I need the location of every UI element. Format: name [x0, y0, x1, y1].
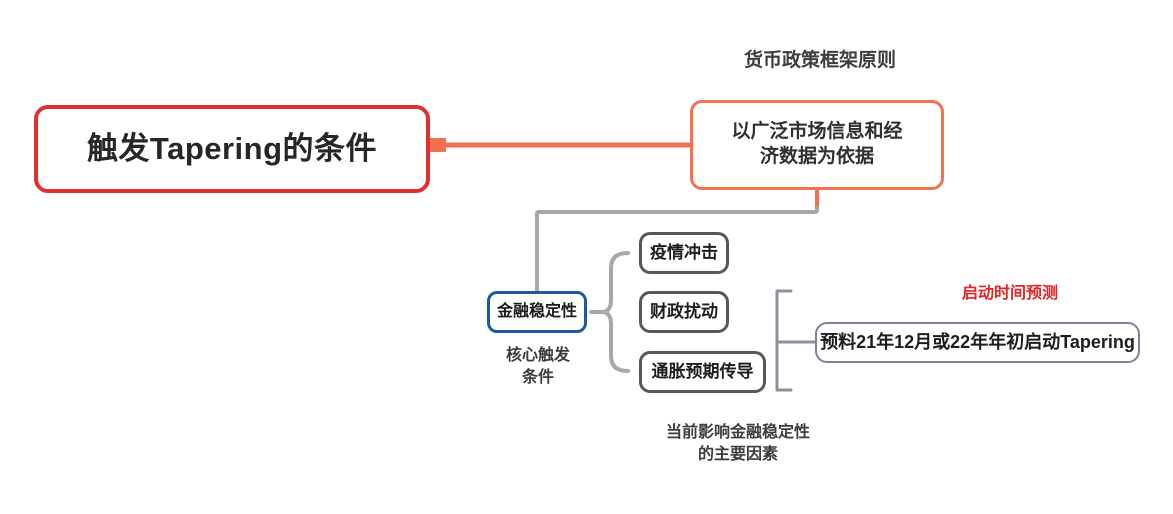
stability-caption-line2: 条件	[521, 368, 554, 386]
principle-node-label-line2: 济数据为依据	[759, 146, 874, 167]
factor-node-2-label: 通胀预期传导	[651, 361, 754, 381]
factor-node-0[interactable]: 疫情冲击	[639, 232, 729, 274]
factor-node-0-label: 疫情冲击	[650, 242, 718, 262]
principle-caption: 货币政策框架原则	[743, 50, 896, 71]
stability-caption: 核心触发 条件	[470, 345, 606, 388]
principle-node[interactable]: 以广泛市场信息和经 济数据为依据	[690, 100, 944, 190]
factor-node-2[interactable]: 通胀预期传导	[639, 351, 766, 393]
factors-caption-line1: 当前影响金融稳定性	[665, 424, 810, 441]
factors-caption-line2: 的主要因素	[697, 445, 778, 463]
factor-node-1[interactable]: 财政扰动	[639, 291, 729, 333]
connector-bracket-prediction	[775, 289, 817, 392]
stability-node-label: 金融稳定性	[496, 302, 577, 320]
factor-node-1-label: 财政扰动	[650, 301, 718, 321]
timing-caption: 启动时间预测	[961, 285, 1058, 302]
factors-caption: 当前影响金融稳定性 的主要因素	[578, 422, 898, 465]
connector-root-to-principle	[428, 138, 690, 152]
stability-caption-line1: 核心触发	[505, 347, 570, 364]
principle-node-label: 以广泛市场信息和经 济数据为依据	[731, 120, 902, 169]
root-node-label: 触发Tapering的条件	[86, 130, 378, 166]
principle-node-label-line1: 以广泛市场信息和经	[731, 121, 903, 143]
prediction-node-label: 预料21年12月或22年年初启动Tapering	[820, 331, 1135, 352]
root-node[interactable]: 触发Tapering的条件	[34, 105, 430, 193]
stability-node[interactable]: 金融稳定性	[487, 291, 587, 333]
prediction-node[interactable]: 预料21年12月或22年年初启动Tapering	[815, 322, 1140, 363]
